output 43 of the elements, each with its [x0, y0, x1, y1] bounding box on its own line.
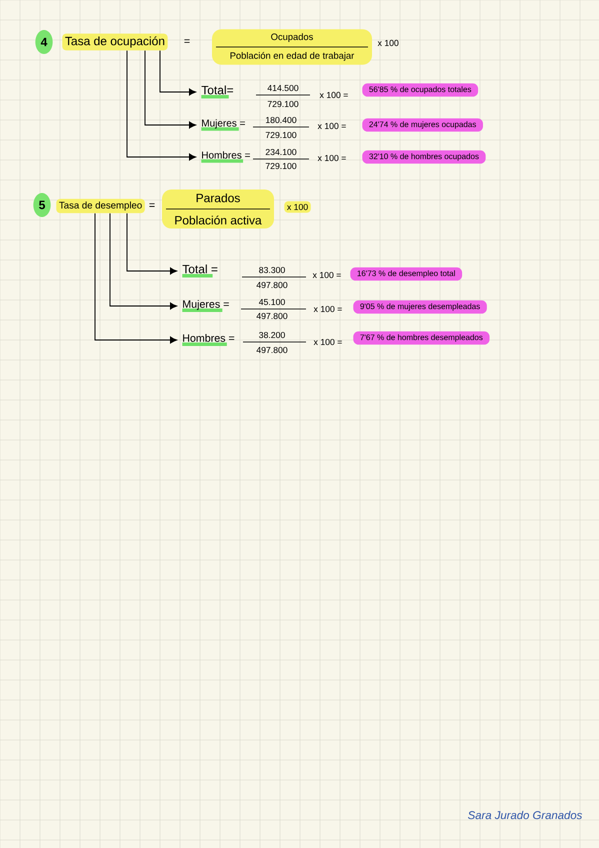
denominator: 497.800	[256, 282, 288, 288]
arrow	[110, 212, 177, 310]
numerator: 45.100	[258, 298, 285, 306]
branch-label: Mujeres =	[201, 119, 245, 131]
branch-label: Mujeres =	[182, 300, 229, 312]
branch-label: Hombres =	[201, 151, 250, 163]
arrow	[160, 50, 196, 96]
highlighted-term: Tasa de desempleo	[56, 198, 145, 214]
denominator: 497.800	[256, 312, 288, 320]
multiplier-text: x 100 =	[314, 338, 342, 346]
multiplier-text: x 100 =	[312, 272, 341, 278]
highlighted-result: 16'73 % de desempleo total	[350, 267, 462, 281]
arrow	[94, 212, 177, 344]
highlighted-result: 56'85 % de ocupados totales	[362, 83, 478, 97]
multiplier-text: x 100 =	[320, 92, 348, 98]
signature: Sara Jurado Granados	[468, 810, 582, 820]
fraction-box: Ocupados Población en edad de trabajar	[212, 29, 372, 65]
equals-sign: =	[184, 39, 190, 43]
branch-label: Hombres =	[182, 334, 234, 346]
numerator: 83.300	[259, 266, 285, 274]
multiplier-text: x 100 =	[318, 122, 346, 130]
multiplier-text: x 100 =	[318, 154, 346, 162]
denominator: 729.100	[268, 100, 298, 108]
numerator: 414.500	[268, 84, 298, 92]
denominator: 729.100	[266, 132, 296, 138]
highlighted-result: 7'67 % de hombres desempleados	[353, 331, 490, 345]
numerator: 234.100	[266, 148, 296, 156]
arrow	[126, 212, 177, 275]
equals-sign: =	[149, 203, 155, 207]
denominator: 497.800	[256, 346, 288, 354]
arrow	[144, 50, 196, 128]
branch-label: Total =	[182, 264, 218, 278]
branch-label: Total=	[201, 86, 234, 98]
multiplier-text: x 100 =	[314, 306, 342, 312]
highlighted-term: Tasa de ocupación	[62, 34, 168, 50]
fraction-box: Parados Población activa	[162, 189, 274, 229]
highlighted-result: 32'10 % de hombres ocupados	[362, 150, 486, 164]
arrow	[126, 50, 196, 160]
highlighted-result: 9'05 % de mujeres desempleadas	[353, 300, 487, 314]
numerator: 38.200	[259, 332, 285, 338]
numerator: 180.400	[266, 116, 296, 124]
denominator: 729.100	[266, 162, 296, 170]
highlighted-result: 24'74 % de mujeres ocupadas	[362, 118, 483, 132]
